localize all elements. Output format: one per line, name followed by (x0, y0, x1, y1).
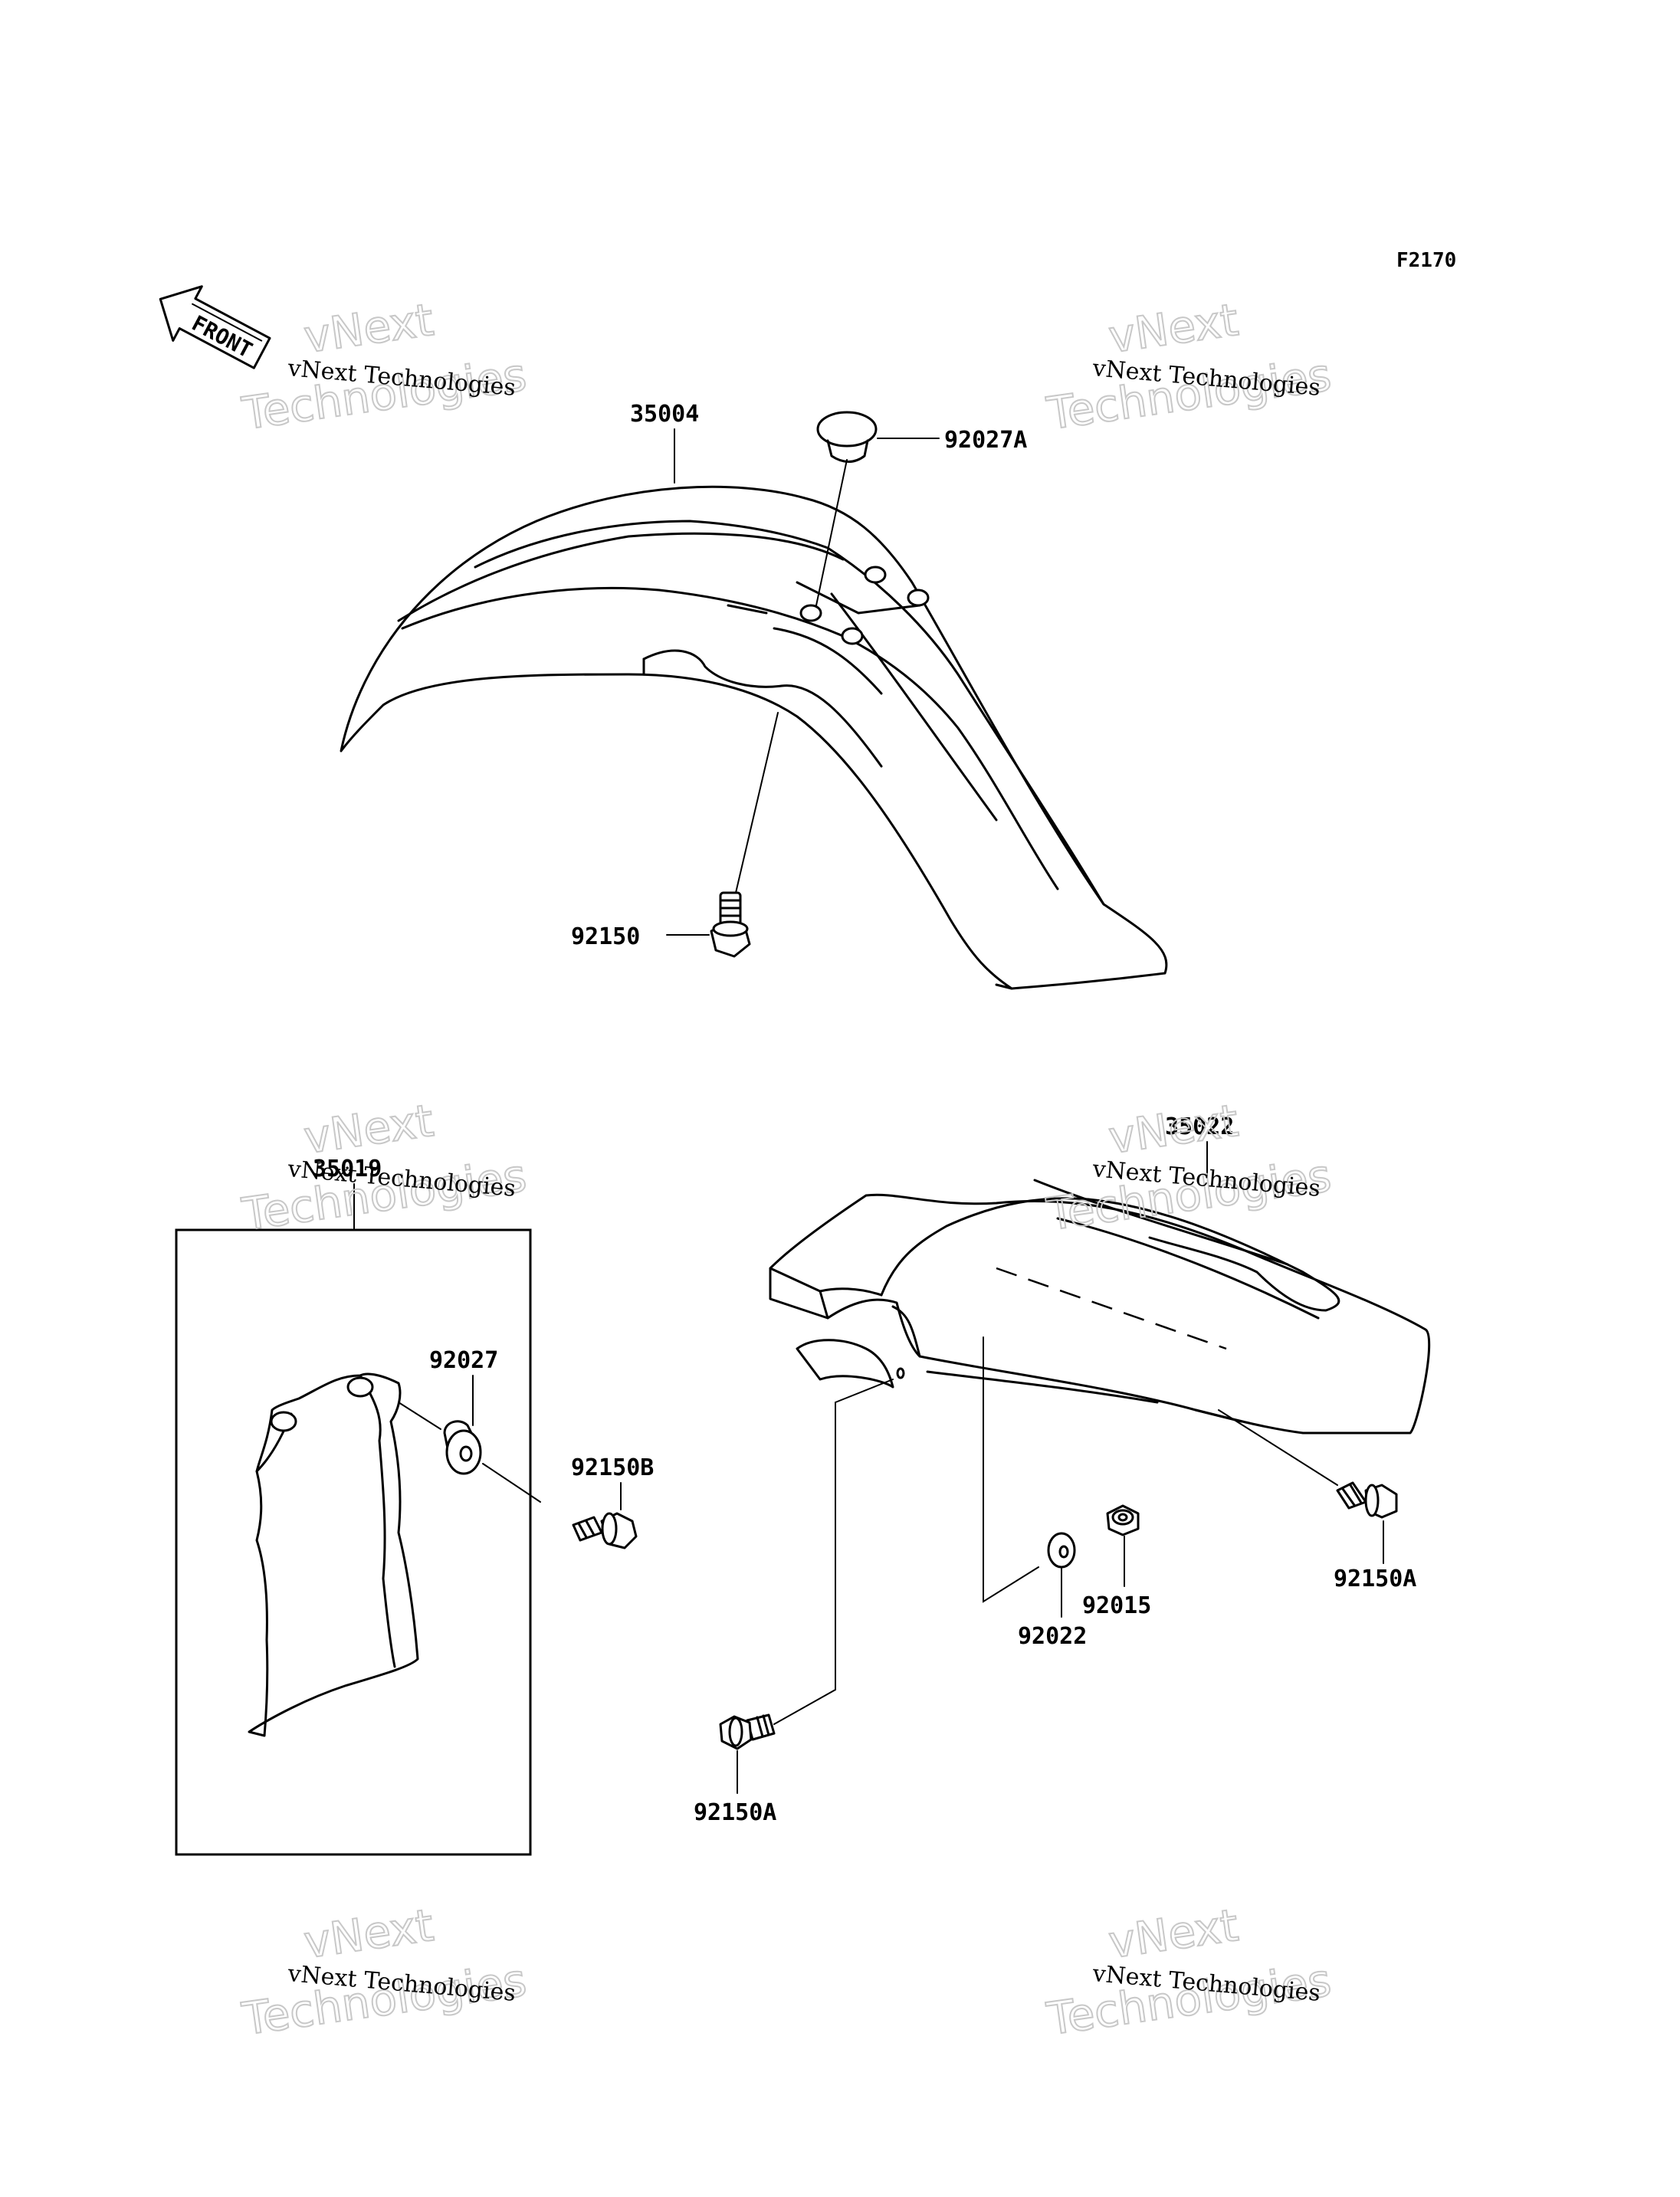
label-92027[interactable]: 92027 (429, 1347, 498, 1374)
label-92150b[interactable]: 92150B (571, 1454, 654, 1481)
bolt-92150a-bottom-icon[interactable] (719, 1713, 776, 1750)
label-92150[interactable]: 92150 (571, 923, 640, 950)
washer-92022-icon[interactable] (1047, 1532, 1076, 1569)
grommet-92027a-icon[interactable] (816, 411, 878, 463)
front-fender-35004[interactable] (340, 485, 1168, 990)
figure-code: F2170 (1396, 249, 1456, 272)
svg-text:vNext: vNext (300, 1899, 436, 1969)
watermark-top-right: vNext Technologies vNext Technologies (1042, 293, 1334, 441)
watermark-mid-left: vNext Technologies vNext Technologies (238, 1094, 530, 1241)
svg-text:vNext: vNext (300, 293, 436, 363)
front-arrow-icon: FRONT (159, 285, 271, 369)
label-92022[interactable]: 92022 (1018, 1623, 1087, 1650)
label-35019[interactable]: 35019 (313, 1156, 382, 1182)
watermark-mid-right: vNext Technologies vNext Technologies (1042, 1094, 1334, 1241)
nut-92015-icon[interactable] (1106, 1504, 1140, 1536)
bolt-92150-icon[interactable] (710, 891, 751, 958)
svg-text:vNext: vNext (300, 1094, 436, 1164)
label-92150a-bottom[interactable]: 92150A (694, 1799, 776, 1826)
svg-text:vNext: vNext (1105, 293, 1241, 363)
bolt-92150b-icon[interactable] (572, 1512, 638, 1549)
mud-flap-35019[interactable] (248, 1372, 419, 1737)
bolt-92150a-right-icon[interactable] (1336, 1481, 1398, 1519)
label-35004[interactable]: 35004 (630, 401, 699, 428)
watermark-bottom-left: vNext Technologies vNext Technologies (238, 1898, 530, 2046)
label-92027a[interactable]: 92027A (944, 427, 1027, 454)
watermark-top-left: vNext Technologies vNext Technologies (238, 293, 530, 441)
label-92150a-right[interactable]: 92150A (1334, 1566, 1416, 1592)
watermark-bottom-right: vNext Technologies vNext Technologies (1042, 1898, 1334, 2046)
svg-text:vNext: vNext (1105, 1094, 1241, 1164)
flap-kit-frame (175, 1228, 532, 1856)
label-92015[interactable]: 92015 (1082, 1592, 1151, 1619)
label-35022[interactable]: 35022 (1165, 1113, 1234, 1140)
grommet-92027-icon[interactable] (443, 1420, 482, 1475)
svg-text:vNext: vNext (1105, 1899, 1241, 1969)
rear-fender-35022[interactable] (769, 1179, 1431, 1435)
